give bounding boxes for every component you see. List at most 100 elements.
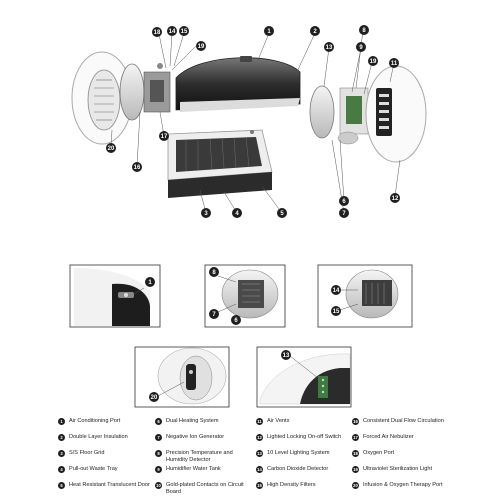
legend-label: Dual Heating System: [166, 418, 219, 424]
legend-item: 11 Air Vents: [256, 418, 356, 434]
callout-17: 17: [159, 131, 169, 141]
svg-text:8: 8: [362, 28, 366, 34]
svg-text:1: 1: [148, 280, 152, 286]
legend-number-badge: 18: [352, 450, 359, 457]
svg-text:20: 20: [151, 395, 158, 401]
right-end-cap: [365, 65, 427, 163]
svg-text:13: 13: [326, 45, 333, 51]
legend-label: Double Layer Insulation: [69, 434, 128, 440]
callout-2: 2: [310, 26, 320, 36]
legend-label: Negative Ion Generator: [166, 434, 225, 440]
svg-text:6: 6: [342, 199, 346, 205]
legend-label: High Density Filters: [267, 482, 316, 488]
inset-callout-13: 13: [281, 350, 291, 360]
legend-label: Gold-plated Contacts on Circuit Board: [166, 482, 244, 495]
legend-number-badge: 3: [58, 450, 65, 457]
detail-inset-filters: 14 15: [317, 264, 413, 328]
svg-text:16: 16: [134, 165, 141, 171]
legend-column-2: 6 Dual Heating System 7 Negative Ion Genera…: [155, 418, 255, 498]
legend-number-badge: 15: [256, 482, 263, 489]
callout-5: 5: [277, 208, 287, 218]
svg-text:1: 1: [267, 29, 271, 35]
callout-12: 12: [390, 193, 400, 203]
svg-text:8: 8: [212, 270, 216, 276]
svg-text:9: 9: [359, 45, 363, 51]
inset-callout-1: 1: [145, 277, 155, 287]
callout-11: 11: [389, 58, 399, 68]
legend-label: Carbon Dioxide Detector: [267, 466, 329, 472]
svg-text:3: 3: [204, 211, 208, 217]
svg-text:13: 13: [283, 353, 290, 359]
chamber-base: [167, 129, 273, 198]
legend-label: Pull-out Waste Tray: [69, 466, 118, 472]
callout-16: 16: [132, 162, 142, 172]
inset-callout-14: 14: [331, 285, 341, 295]
callout-14: 14: [167, 26, 177, 36]
callout-9: 9: [356, 42, 366, 52]
left-mechanism: [119, 63, 171, 121]
svg-text:2: 2: [313, 29, 317, 35]
callout-19-right: 19: [368, 56, 378, 66]
legend-label: Lighted Locking On-off Switch: [267, 434, 342, 440]
legend-number-badge: 6: [155, 418, 162, 425]
legend-label: Infusion & Oxygen Therapy Port: [363, 482, 443, 488]
svg-text:4: 4: [235, 211, 239, 217]
svg-text:7: 7: [212, 312, 216, 318]
legend-item: 17 Forced Air Nebulizer: [352, 434, 452, 450]
legend-number-badge: 20: [352, 482, 359, 489]
legend-item: 14 Carbon Dioxide Detector: [256, 466, 356, 482]
svg-text:12: 12: [392, 196, 399, 202]
inset-callout-6: 6: [231, 315, 241, 325]
legend-number-badge: 19: [352, 466, 359, 473]
inset-callout-8: 8: [209, 267, 219, 277]
legend-number-badge: 1: [58, 418, 65, 425]
detail-inset-heating: 8 7 6: [204, 264, 286, 328]
legend-number-badge: 17: [352, 434, 359, 441]
svg-text:17: 17: [161, 134, 168, 140]
left-end-cap: [71, 51, 133, 145]
legend-number-badge: 10: [155, 482, 162, 489]
svg-text:11: 11: [391, 61, 398, 67]
legend-number-badge: 9: [155, 466, 162, 473]
legend-number-badge: 8: [155, 450, 162, 457]
legend-label: Oxygen Port: [363, 450, 395, 456]
svg-text:7: 7: [342, 211, 346, 217]
legend-label: Heat Resistant Translucent Door: [69, 482, 150, 488]
legend-number-badge: 14: [256, 466, 263, 473]
svg-text:15: 15: [181, 29, 188, 35]
legend-item: 16 Consistent Dual Flow Circulation: [352, 418, 452, 434]
legend-number-badge: 7: [155, 434, 162, 441]
legend-label: S/S Floor Grid: [69, 450, 105, 456]
inset-callout-15: 15: [331, 306, 341, 316]
legend-label: Consistent Dual Flow Circulation: [363, 418, 444, 424]
detail-inset-lighting: 13: [256, 346, 352, 408]
legend-number-badge: 16: [352, 418, 359, 425]
legend-number-badge: 5: [58, 482, 65, 489]
legend-item: 18 Oxygen Port: [352, 450, 452, 466]
callout-3: 3: [201, 208, 211, 218]
svg-text:14: 14: [333, 288, 340, 294]
detail-inset-infusion: 20: [134, 346, 230, 408]
callout-15: 15: [179, 26, 189, 36]
legend-label: Air Vents: [267, 418, 290, 424]
main-exploded-view: 18 14 15 19 1 2 13 8 9 19 11 12 6 7 3 4 …: [71, 25, 427, 218]
svg-text:14: 14: [169, 29, 176, 35]
svg-text:6: 6: [234, 318, 238, 324]
legend-number-badge: 11: [256, 418, 263, 425]
svg-text:19: 19: [370, 59, 377, 65]
legend-label: Forced Air Nebulizer: [363, 434, 414, 440]
callout-4: 4: [232, 208, 242, 218]
callout-20: 20: [106, 143, 116, 153]
legend-item: 10 Gold-plated Contacts on Circuit Board: [155, 482, 255, 498]
legend-item: 5 Heat Resistant Translucent Door: [58, 482, 158, 498]
svg-text:20: 20: [108, 146, 115, 152]
legend-label: 10 Level Lighting System: [267, 450, 330, 456]
detail-inset-port: 1: [69, 264, 161, 328]
